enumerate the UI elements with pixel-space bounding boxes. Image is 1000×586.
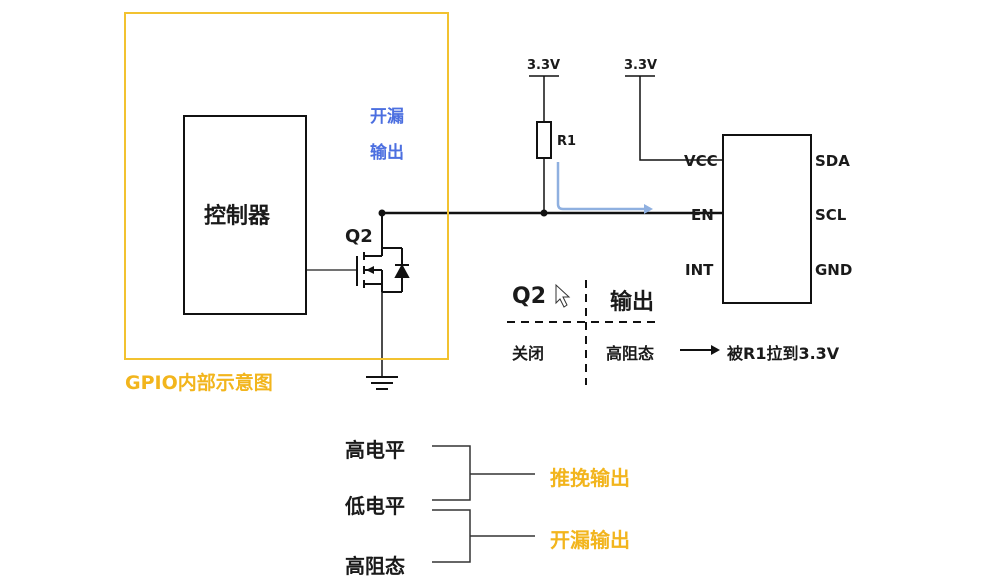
vcc-right-label: 3.3V xyxy=(624,58,658,73)
open-drain-label-line1: 开漏 xyxy=(370,107,404,127)
table-header-output: 输出 xyxy=(610,290,655,315)
transistor-label: Q2 xyxy=(345,226,373,247)
controller-box xyxy=(183,115,307,315)
table-cell-q2: 关闭 xyxy=(512,344,545,363)
level-high-z: 高阻态 xyxy=(345,554,405,578)
resistor-label: R1 xyxy=(557,134,577,149)
level-high: 高电平 xyxy=(345,438,405,462)
result-arrowhead xyxy=(711,345,720,355)
mode-brackets xyxy=(432,445,535,563)
current-arrow xyxy=(556,162,647,211)
vcc-wire xyxy=(639,76,722,161)
pin-int: INT xyxy=(685,261,714,279)
pin-sda: SDA xyxy=(815,152,850,170)
pin-vcc: VCC xyxy=(684,152,718,170)
pin-en: EN xyxy=(691,206,714,224)
mosfet-arrow xyxy=(366,266,374,274)
pin-gnd: GND xyxy=(815,261,853,279)
level-low: 低电平 xyxy=(345,494,405,518)
mode-open-drain: 开漏输出 xyxy=(550,528,630,552)
table-cell-result: 被R1拉到3.3V xyxy=(727,344,840,363)
gpio-label: GPIO内部示意图 xyxy=(125,372,273,394)
pin-scl: SCL xyxy=(815,206,847,224)
gpio-internal-box xyxy=(124,12,449,360)
table-cell-output: 高阻态 xyxy=(606,344,655,363)
vcc-left-label: 3.3V xyxy=(527,58,561,73)
table-header-q2: Q2 xyxy=(512,284,547,309)
mode-push-pull: 推挽输出 xyxy=(550,466,630,490)
chip-box xyxy=(722,134,812,304)
controller-label: 控制器 xyxy=(204,204,271,229)
mosfet-q2-symbol xyxy=(356,247,410,293)
cursor-icon xyxy=(555,283,571,308)
ground-symbol xyxy=(366,376,398,390)
resistor-r1 xyxy=(536,121,552,159)
open-drain-label-line2: 输出 xyxy=(370,143,404,163)
current-arrowhead xyxy=(644,204,653,214)
